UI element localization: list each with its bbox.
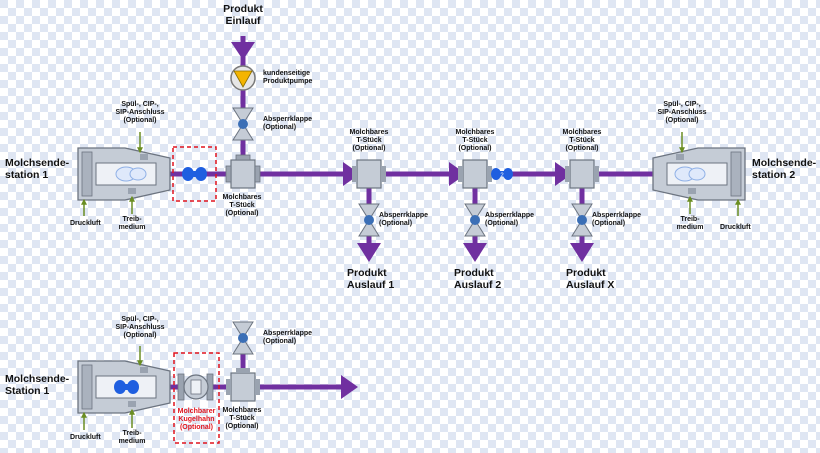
valve-1-label: Absperrklappe (Optional)	[379, 212, 429, 227]
shutoff-valve-icon	[358, 203, 380, 237]
bottom-station-label: Molchsende- Station 1	[5, 373, 70, 397]
inlet-line	[231, 36, 255, 162]
ball-valve-highlight-box	[173, 352, 220, 444]
t-piece-icon	[356, 159, 382, 189]
valve-2-label: Absperrklappe (Optional)	[485, 212, 535, 227]
pig-icon	[182, 167, 207, 181]
pump-label: kundenseitige Produktpumpe	[263, 70, 313, 85]
pig-icon	[114, 380, 139, 394]
t-piece-icon	[226, 368, 260, 402]
ball-valve-label: Molchbarer Kugelhahn (Optional)	[177, 408, 216, 431]
bottom-tee-label: Molchbares T-Stück (Optional)	[222, 407, 262, 430]
tee-x-label: Molchbares T-Stück (Optional)	[562, 129, 602, 152]
inlet-tee-label: Molchbares T-Stück (Optional)	[222, 194, 262, 217]
shutoff-valve-icon	[464, 203, 486, 237]
outlet-branch-2: 2	[458, 159, 513, 262]
launcher-station-icon	[77, 147, 171, 201]
tee-1-label: Molchbares T-Stück (Optional)	[349, 129, 389, 152]
pig-highlight-box	[172, 146, 217, 202]
left-drive-medium-label: Treib- medium	[118, 216, 146, 231]
inlet-arrow-icon	[231, 42, 255, 60]
outlet-branch-1	[352, 159, 386, 262]
shutoff-valve-icon	[232, 321, 254, 355]
bottom-compressed-air-label: Druckluft	[70, 434, 101, 441]
t-piece-icon	[569, 159, 595, 189]
ball-valve-icon	[177, 373, 214, 401]
bottom-drive-medium-label: Treib- medium	[118, 430, 146, 445]
right-station-label: Molchsende- station 2	[752, 157, 817, 181]
left-station-label: Molchsende- station 1	[5, 157, 70, 181]
outlet-2-label: Produkt Auslauf 2	[454, 267, 502, 291]
valve-x-label: Absperrklappe (Optional)	[592, 212, 642, 227]
right-compressed-air-label: Druckluft	[720, 224, 751, 231]
outlet-branch-x	[565, 159, 599, 262]
product-inlet-label: Produkt Einlauf	[223, 3, 263, 27]
pump-icon	[230, 65, 256, 91]
right-drive-medium-label: Treib- medium	[676, 216, 704, 231]
bottom-cip-label: Spül-, CIP-, SIP-Anschluss (Optional)	[115, 316, 165, 339]
inlet-valve-label: Absperrklappe (Optional)	[263, 116, 313, 131]
pig-icon: 2	[491, 168, 513, 180]
right-cip-label: Spül-, CIP-, SIP-Anschluss (Optional)	[657, 101, 707, 124]
bottom-valve-label: Absperrklappe (Optional)	[263, 330, 313, 345]
t-piece-icon	[462, 159, 488, 189]
shutoff-valve-icon	[232, 107, 254, 141]
launcher-station-icon	[652, 147, 746, 201]
tee-2-label: Molchbares T-Stück (Optional)	[455, 129, 495, 152]
outlet-1-label: Produkt Auslauf 1	[347, 267, 395, 291]
outlet-x-label: Produkt Auslauf X	[566, 267, 615, 291]
left-compressed-air-label: Druckluft	[70, 220, 101, 227]
shutoff-valve-icon	[571, 203, 593, 237]
svg-text:2: 2	[500, 173, 504, 179]
left-cip-label: Spül-, CIP-, SIP-Anschluss (Optional)	[115, 101, 165, 124]
t-piece-icon	[225, 154, 261, 189]
